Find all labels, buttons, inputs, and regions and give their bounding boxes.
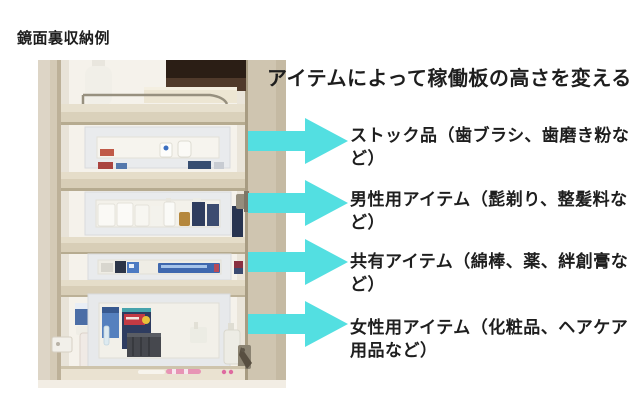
label-line-1: 共有アイテム（綿棒、薬、絆創膏な bbox=[350, 252, 629, 271]
label-line-1: 女性用アイテム（化粧品、ヘアケア bbox=[350, 318, 629, 337]
right-arrow-icon bbox=[248, 118, 348, 164]
right-arrow-icon bbox=[248, 239, 348, 285]
storage-tray-mens bbox=[84, 191, 243, 237]
storage-tray-shared bbox=[87, 253, 243, 281]
storage-tray-womens bbox=[87, 293, 231, 369]
top-shelf-items bbox=[81, 60, 246, 106]
annotation-label-stock: ストック品（歯ブラシ、歯磨き粉な ど） bbox=[350, 124, 640, 170]
cabinet-photo-illustration bbox=[38, 60, 286, 388]
annotation-label-mens: 男性用アイテム（髭剃り、整髪料な ど） bbox=[350, 188, 640, 234]
figure-title: 鏡面裏収納例 bbox=[17, 30, 111, 47]
storage-tray-stock bbox=[84, 126, 231, 169]
annotation-label-shared: 共有アイテム（綿棒、薬、絆創膏な ど） bbox=[350, 250, 640, 296]
label-line-2: ど） bbox=[350, 275, 385, 294]
label-line-2: ど） bbox=[350, 149, 385, 168]
cabinet-floor bbox=[38, 366, 286, 388]
right-arrow-icon bbox=[248, 301, 348, 347]
pump-bottle bbox=[223, 323, 241, 365]
right-arrow-icon bbox=[248, 180, 348, 226]
label-line-2: 用品など） bbox=[350, 341, 438, 360]
shelf-board bbox=[61, 237, 245, 254]
label-line-1: 男性用アイテム（髭剃り、整髪料な bbox=[350, 190, 628, 209]
label-line-2: ど） bbox=[350, 213, 385, 232]
annotation-label-womens: 女性用アイテム（化粧品、ヘアケア 用品など） bbox=[350, 316, 640, 362]
door-hinge bbox=[238, 345, 252, 369]
label-line-1: ストック品（歯ブラシ、歯磨き粉な bbox=[350, 126, 630, 145]
shelf-board bbox=[61, 172, 245, 191]
figure-heading: アイテムによって稼働板の高さを変える bbox=[267, 68, 632, 90]
shelf-board bbox=[61, 104, 245, 125]
cabinet-photo bbox=[38, 60, 286, 388]
